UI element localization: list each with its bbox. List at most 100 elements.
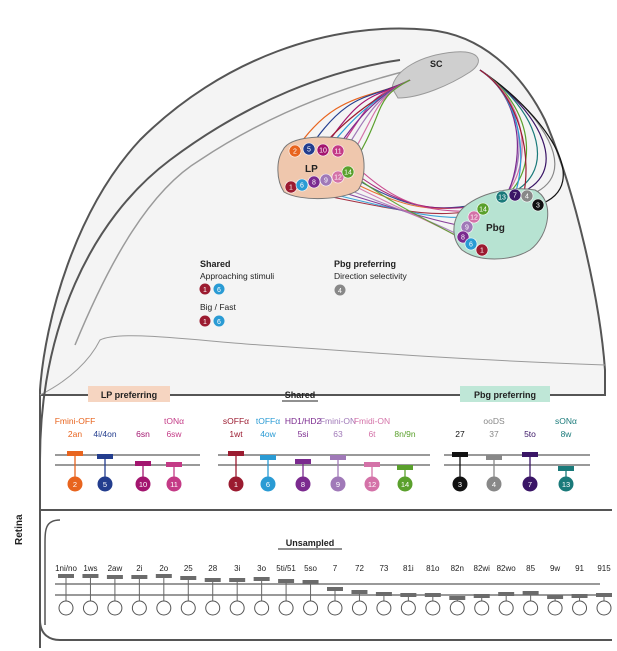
unsampled-cell-12-soma [327,600,343,616]
pbg-cell-7-type: 5to [524,429,536,439]
unsampled-cell-7-arbor [204,578,221,582]
legend-dot-4 [334,284,346,296]
pbg-cell-3: 273 [452,429,468,492]
pbg-cell-4-type: 37 [489,429,499,439]
shared-cell-9-type: 63 [333,429,343,439]
unsampled-cell-7: 28 [204,564,221,616]
unsampled-cell-11-label: 5so [304,564,317,573]
unsampled-cell-23-soma [596,600,612,616]
unsampled-cell-15: 81i [400,564,417,616]
lp-cell-11-soma [166,476,182,492]
shared-cell-9-soma [330,476,346,492]
unsampled-cell-6-label: 25 [184,564,193,573]
unsampled-cell-19-soma [498,600,514,616]
lp-label: LP [305,164,318,175]
legend-dot-1b-num: 1 [203,319,207,326]
pbg-cell-7-arbor [522,452,538,457]
pbg-node-6 [464,237,478,251]
shared-cell-12-soma [364,476,380,492]
unsampled-cell-18-label: 82wi [474,564,491,573]
unsampled-cell-4-arbor [131,575,148,579]
unsampled-cell-2-soma [82,600,98,616]
shared-cell-6-arbor [260,455,276,460]
shared-cell-6-type: 4ow [260,429,276,439]
unsampled-cell-14-arbor [375,592,392,596]
unsampled-cell-13: 72 [351,564,368,616]
unsampled-cell-20-label: 85 [526,564,535,573]
unsampled-cell-21-label: 9w [550,564,560,573]
legend-pbg-pref-title: Pbg preferring [334,259,396,269]
unsampled-cell-12-arbor [327,587,343,591]
unsampled-cell-14-soma [376,600,392,616]
unsampled-cell-13-label: 72 [355,564,364,573]
lp-node-8-label: 8 [312,180,316,187]
pbg-node-14-label: 14 [479,207,487,214]
pbg-node-14 [476,202,490,216]
unsampled-cell-15-arbor [400,593,417,597]
pbg-node-9-label: 9 [465,225,469,232]
shared-cell-12-arbor [364,462,380,467]
pbg-cell-3-num: 3 [458,480,462,489]
lp-cell-10-type: 6sn [136,429,150,439]
pbg-cell-3-arbor [452,452,468,457]
unsampled-cell-19: 82wo [497,564,516,616]
lp-cell-2-name: Fmini-OFF [55,416,96,426]
unsampled-cell-8-arbor [229,578,246,582]
lp-pref-header-bg [88,386,170,402]
legend-dot-6b-num: 6 [217,319,221,326]
legend-dot-6a-num: 6 [217,287,221,294]
lp-cell-5-type: 4i/4on [93,429,116,439]
pbg-cell-7-num: 7 [528,480,532,489]
unsampled-cell-20: 85 [522,564,539,616]
unsampled-cell-2-arbor [82,574,99,578]
shared-cell-1-arbor [228,451,244,456]
legend-dot-1b [199,315,211,327]
shared-cell-8-arbor [295,459,311,464]
unsampled-cell-22-soma [572,600,588,616]
brain-inner-contour [74,69,411,346]
shared-cell-14-num: 14 [401,480,409,489]
pbg-node-7-label: 7 [513,193,517,200]
unsampled-cell-18: 82wi [474,564,491,616]
shared-cell-1-soma [228,476,244,492]
unsampled-cell-9-soma [254,600,270,616]
sampled-layer-lines [55,454,590,466]
unsampled-cell-21-soma [547,600,563,616]
shared-cell-14-soma [397,476,413,492]
unsampled-cell-7-soma [205,600,221,616]
unsampled-cell-1-arbor [58,574,74,578]
pbg-cell-4-soma [486,476,502,492]
unsampled-cell-19-arbor [498,592,515,596]
pbg-node-8 [456,230,470,244]
unsampled-cell-10-soma [278,600,294,616]
unsampled-cell-9-label: 3o [257,564,266,573]
unsampled-cell-1-soma [58,600,74,616]
legend-approaching-dots: 1 6 [199,283,225,295]
pbg-node-13 [495,190,509,204]
unsampled-cell-23-label: 915 [597,564,611,573]
shared-cell-8-soma [295,476,311,492]
shared-cell-8-num: 8 [301,480,305,489]
unsampled-cell-10: 5ti/51 [276,564,296,616]
legend-bigfast-dots: 1 6 [199,315,225,327]
unsampled-cell-20-arbor [522,591,539,595]
unsampled-cell-3-label: 2aw [108,564,123,573]
unsampled-cell-3: 2aw [106,564,123,616]
pbg-label: Pbg [486,223,505,234]
unsampled-cell-8: 3i [229,564,246,616]
legend-shared-title: Shared [200,259,231,269]
unsampled-cell-10-arbor [278,579,295,583]
pbg-node-8-label: 8 [461,235,465,242]
unsampled-cell-3-arbor [106,575,123,579]
lp-cell-5-arbor [97,454,113,459]
lp-cell-11-num: 11 [170,480,178,489]
